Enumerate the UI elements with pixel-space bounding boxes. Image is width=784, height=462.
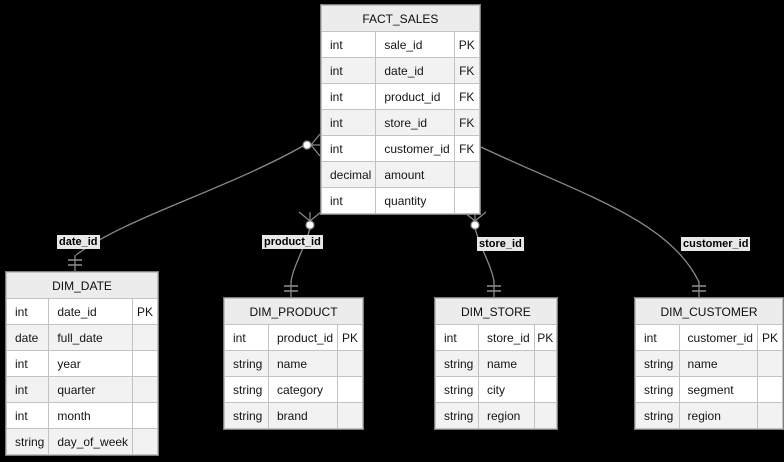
zero-or-many-circle	[470, 220, 480, 230]
crows-foot-prong	[298, 211, 311, 222]
relationship-line-product-id	[290, 227, 311, 283]
relationship-line-date-id	[75, 145, 304, 256]
crows-foot-prong	[462, 133, 473, 146]
crows-foot-prong	[310, 133, 321, 146]
crows-foot-prong	[463, 211, 476, 222]
crows-foot-prong	[310, 144, 321, 157]
zero-or-many-circle	[305, 220, 315, 230]
crows-foot-prong	[474, 211, 487, 222]
zero-or-many-circle	[302, 140, 312, 150]
zero-or-many-circle	[471, 140, 481, 150]
relationship-line-store-id	[474, 227, 495, 283]
crows-foot-prong	[462, 144, 473, 157]
relationship-line-customer-id	[480, 146, 700, 283]
crows-foot-prong	[309, 211, 322, 222]
